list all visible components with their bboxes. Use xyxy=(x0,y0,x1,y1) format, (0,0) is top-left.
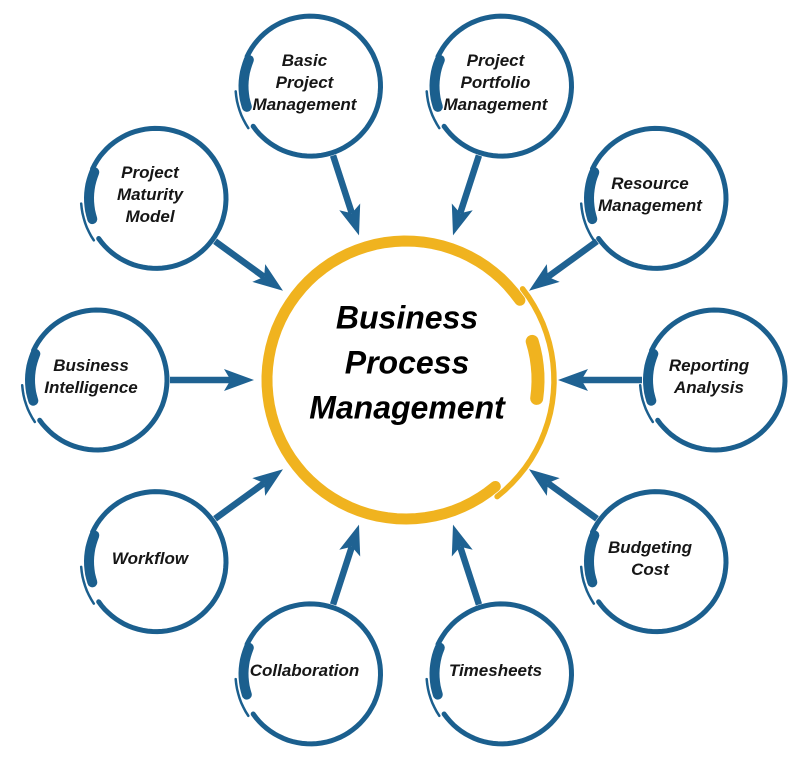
satellite-label-line: Analysis xyxy=(674,378,744,397)
satellite-arrow-budgeting-cost xyxy=(529,469,599,522)
satellite-label-line: Management xyxy=(443,95,548,115)
satellite-label-line: Timesheets xyxy=(448,660,543,680)
satellite-circle-basic-project-management xyxy=(234,13,384,159)
satellite-label-line: Maturity xyxy=(116,185,184,205)
center-label-line: Process xyxy=(344,344,470,381)
satellite-label-line: Model xyxy=(125,207,175,227)
satellite-arrow-basic-project-management xyxy=(329,154,361,236)
satellite-label-line: Collaboration xyxy=(249,660,360,680)
satellite-label-workflow: Workflow xyxy=(112,548,188,570)
satellite-arrow-project-portfolio-management xyxy=(451,154,483,236)
satellite-circle-business-intelligence xyxy=(20,307,170,453)
satellite-arrow-business-intelligence xyxy=(170,369,254,391)
satellite-label-line: Management xyxy=(598,196,702,216)
satellite-label-line: Management xyxy=(252,95,357,115)
satellite-label-line: Intelligence xyxy=(44,378,138,397)
center-label-line: Business xyxy=(335,299,479,336)
center-circle xyxy=(261,235,557,525)
satellite-arrow-collaboration xyxy=(329,524,361,606)
satellite-label-line: Portfolio xyxy=(460,73,531,93)
satellite-circle-resource-management xyxy=(579,125,729,271)
satellite-circle-reporting-analysis xyxy=(638,307,788,453)
satellite-label-line: Project xyxy=(466,51,525,71)
satellite-label-line: Project xyxy=(275,73,334,93)
satellite-circle-timesheets xyxy=(425,601,575,747)
satellite-circle-project-portfolio-management xyxy=(425,13,575,159)
satellite-label-line: Basic xyxy=(281,51,328,71)
satellite-label-collaboration: Collaboration xyxy=(250,660,360,682)
center-label: Business Process Management xyxy=(309,296,505,431)
satellite-circle-workflow xyxy=(79,489,229,635)
satellite-circle-collaboration xyxy=(234,601,384,747)
satellite-label-timesheets: Timesheets xyxy=(449,660,542,682)
satellite-arrow-resource-management xyxy=(529,238,599,291)
satellite-label-line: Business xyxy=(53,356,129,375)
center-label-line: Management xyxy=(309,389,505,426)
satellite-arrow-workflow xyxy=(213,469,283,522)
satellite-circle-project-maturity-model xyxy=(79,125,229,271)
satellite-arrow-reporting-analysis xyxy=(558,369,642,391)
satellite-label-line: Project xyxy=(121,163,179,183)
arrows-layer xyxy=(170,154,642,606)
satellite-arrow-project-maturity-model xyxy=(213,238,283,291)
satellite-label-line: Workflow xyxy=(111,548,189,568)
satellite-label-line: Cost xyxy=(631,559,669,579)
satellite-label-line: Resource xyxy=(611,174,689,194)
satellite-label-line: Budgeting xyxy=(607,537,693,557)
satellite-label-line: Reporting xyxy=(668,356,750,375)
satellite-circle-budgeting-cost xyxy=(579,489,729,635)
satellite-arrow-timesheets xyxy=(451,524,483,606)
